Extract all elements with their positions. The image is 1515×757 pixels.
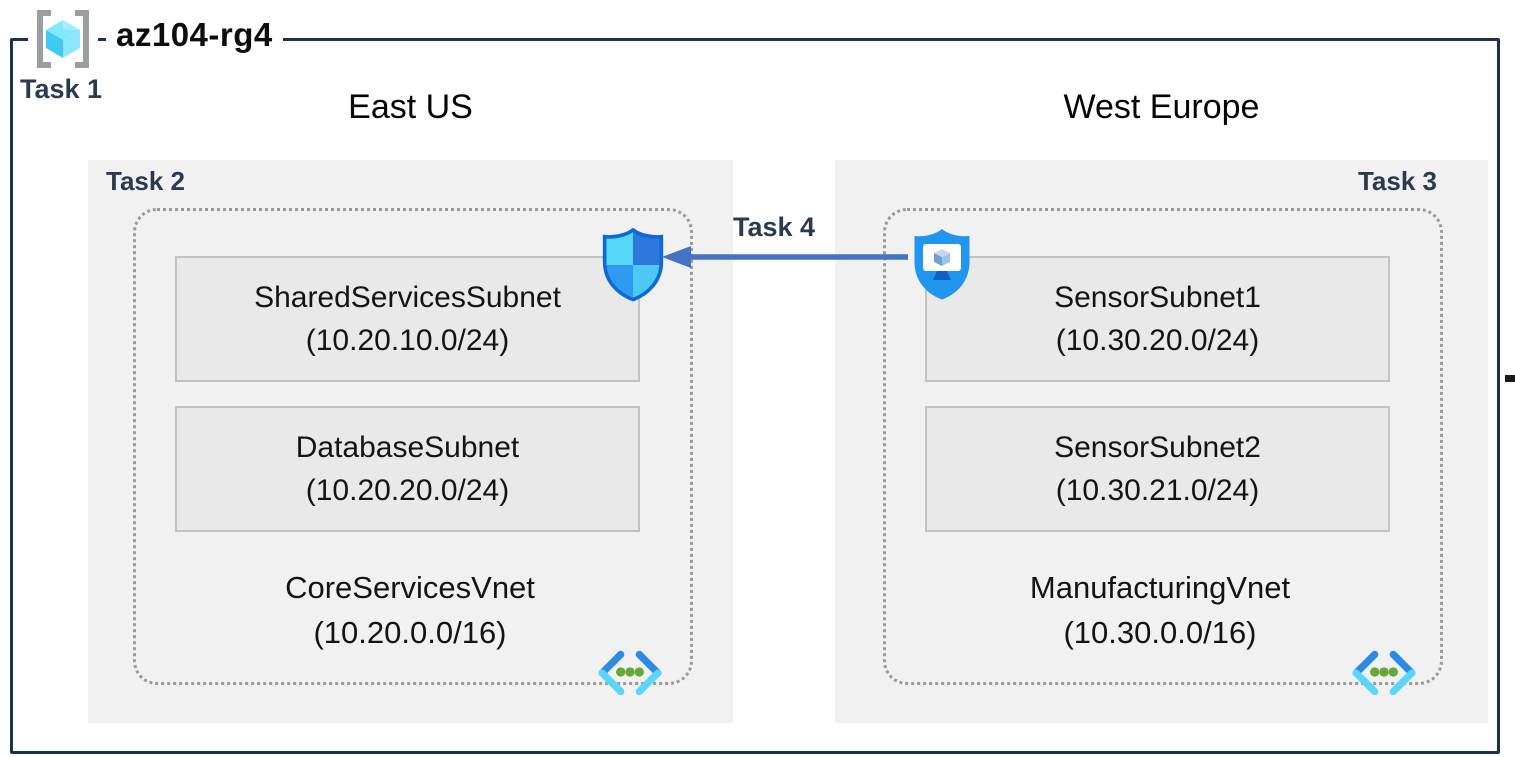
peering-arrow: [662, 246, 908, 268]
subnet-name: SharedServicesSubnet: [254, 280, 561, 314]
subnet-cidr: (10.30.20.0/24): [1055, 324, 1260, 357]
task-2-label: Task 2: [106, 166, 186, 196]
subnet-box-sharedservicessubnet: SharedServicesSubnet (10.20.10.0/24): [175, 256, 640, 382]
resource-group-icon: [28, 6, 98, 72]
subnet-cidr: (10.20.10.0/24): [305, 324, 510, 357]
vnet-label-coreservicesvnet: CoreServicesVnet (10.20.0.0/16): [133, 566, 687, 656]
vnet-cidr: (10.20.0.0/16): [313, 614, 507, 650]
vnet-boundary-manufacturingvnet: [883, 208, 1443, 685]
bastion-shield-monitor-icon: [914, 229, 970, 300]
resource-group-border: [10, 38, 1500, 754]
subnet-box-databasesubnet: DatabaseSubnet (10.20.20.0/24): [175, 406, 640, 532]
edge-tick-mark: [1505, 375, 1515, 382]
vnet-label-manufacturingvnet: ManufacturingVnet (10.30.0.0/16): [883, 566, 1437, 656]
vnet-name: CoreServicesVnet: [285, 570, 535, 605]
subnet-box-sensorsubnet1: SensorSubnet1 (10.30.20.0/24): [925, 256, 1390, 382]
subnet-cidr: (10.30.21.0/24): [1055, 474, 1260, 507]
subnet-name: SensorSubnet1: [1054, 280, 1261, 314]
vnet-name: ManufacturingVnet: [1029, 570, 1291, 605]
region-header-west-europe: West Europe: [1063, 88, 1260, 126]
subnet-name: SensorSubnet2: [1054, 430, 1261, 464]
task-1-label: Task 1: [20, 74, 103, 104]
region-header-east-us: East US: [348, 88, 473, 126]
task-3-label: Task 3: [1357, 166, 1437, 196]
vnet-cidr: (10.30.0.0/16): [1063, 614, 1257, 650]
subnet-cidr: (10.20.20.0/24): [305, 474, 510, 507]
resource-group-title: az104-rg4: [106, 16, 283, 54]
resource-group-icon: [37, 10, 89, 68]
subnet-name: DatabaseSubnet: [295, 430, 520, 464]
task-4-label: Task 4: [733, 212, 816, 242]
subnet-box-sensorsubnet2: SensorSubnet2 (10.30.21.0/24): [925, 406, 1390, 532]
vnet-boundary-coreservicesvnet: [133, 208, 693, 685]
virtual-network-icon: [1352, 650, 1416, 696]
virtual-network-icon: [598, 650, 662, 696]
network-security-group-shield-icon: [602, 227, 664, 302]
